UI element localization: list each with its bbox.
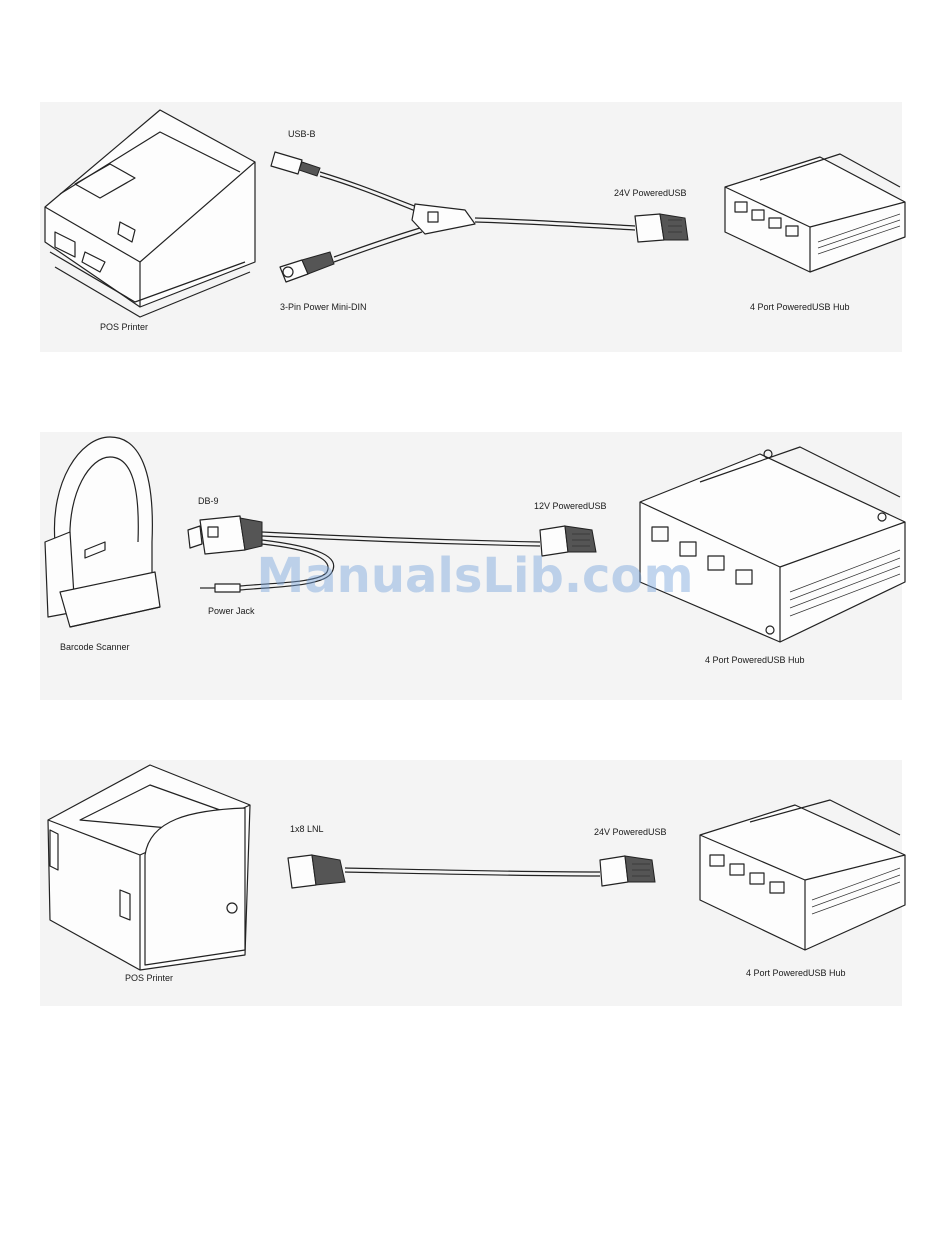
- label-connector-db9: DB-9: [198, 496, 219, 506]
- powered-usb-hub-illustration: [640, 447, 905, 642]
- label-device: Barcode Scanner: [60, 642, 130, 652]
- label-device: POS Printer: [100, 322, 148, 332]
- powered-usb-hub-illustration: [700, 800, 905, 950]
- label-connector-usb-b: USB-B: [288, 129, 316, 139]
- label-device: POS Printer: [125, 973, 173, 983]
- label-hub: 4 Port PoweredUSB Hub: [750, 302, 850, 312]
- label-connector-hub-side: 12V PoweredUSB: [534, 501, 607, 511]
- lnl-cable-illustration: [288, 855, 655, 888]
- label-connector-power-jack: Power Jack: [208, 606, 255, 616]
- label-hub: 4 Port PoweredUSB Hub: [705, 655, 805, 665]
- watermark-text: ManualsLib.com: [0, 548, 950, 604]
- label-connector-lnl: 1x8 LNL: [290, 824, 324, 834]
- diagram-panel-pos-printer-lnl: POS Printer 1x8 LNL 24V PoweredUSB 4 Por…: [40, 760, 902, 1006]
- label-connector-hub-side: 24V PoweredUSB: [594, 827, 667, 837]
- label-connector-hub-side: 24V PoweredUSB: [614, 188, 687, 198]
- diagram-panel-pos-printer-usb: POS Printer USB-B 3-Pin Power Mini-DIN 2…: [40, 102, 902, 352]
- label-connector-mini-din: 3-Pin Power Mini-DIN: [280, 302, 367, 312]
- label-hub: 4 Port PoweredUSB Hub: [746, 968, 846, 978]
- pos-printer-illustration: [45, 110, 255, 317]
- y-cable-illustration: [271, 152, 688, 282]
- panel1-illustration: [40, 102, 902, 352]
- powered-usb-hub-illustration: [725, 154, 905, 272]
- pos-printer-illustration: [48, 765, 250, 970]
